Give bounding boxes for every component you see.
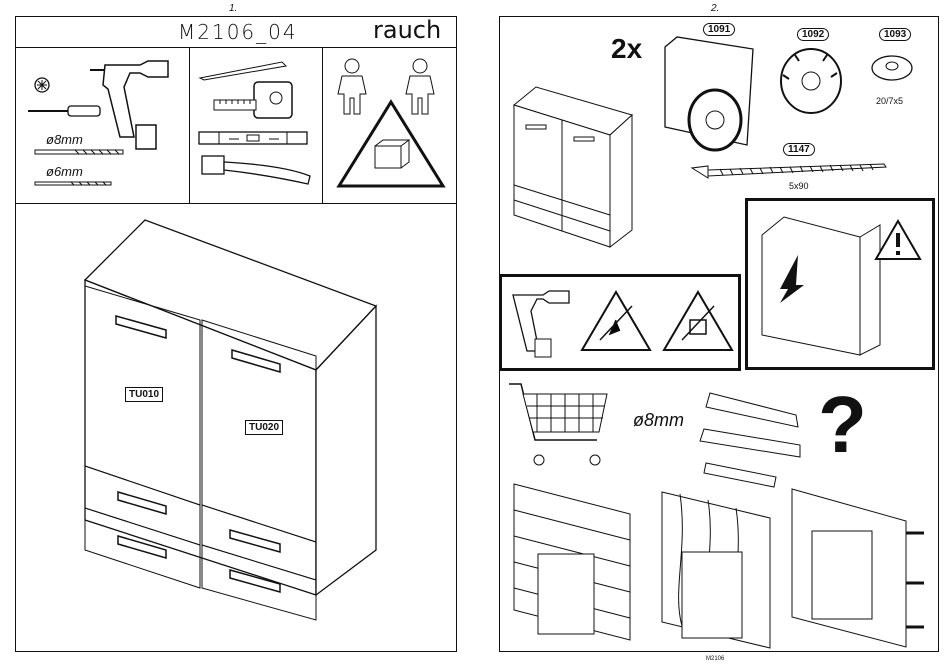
shopping-cart-icon [507,380,612,470]
brand-logo: rauch [373,16,441,44]
footer-model-code: M2106 [706,656,724,662]
part-spec-1093: 20/7x5 [876,96,903,106]
page-number-right: 2. [711,3,719,14]
model-code: M2106_04 [178,20,298,44]
cam-lock-icon [775,45,850,125]
wood-wall-icon [660,490,775,650]
part-label-left-door: TU010 [125,387,163,402]
tip-over-warning-icon [760,215,930,360]
screwdriver-icon [28,75,118,135]
part-code-1091: 1091 [703,23,735,36]
cabinet-drawing [80,220,390,640]
wall-bracket-icon [655,35,760,155]
no-electric-cable-icon [580,290,652,352]
divider [322,47,323,204]
wall-plugs-icon [700,385,810,495]
small-cabinet-icon [512,85,637,250]
spirit-level-icon [199,130,309,146]
washer-icon [868,50,916,85]
part-label-right-door: TU020 [245,420,283,435]
brick-wall-icon [510,480,640,650]
no-water-pipe-icon [662,290,734,352]
page-number-left: 1. [229,3,237,14]
drill-bit-8-label: ø8mm [46,132,83,147]
drill-bit-8-icon [35,148,125,156]
pencil-icon [200,60,290,80]
warning-triangle-icon [335,98,447,190]
drill-bit-6-label: ø6mm [46,164,83,179]
part-code-1147: 1147 [783,143,815,156]
tape-measure-icon [214,78,304,123]
part-code-1092: 1092 [797,28,829,41]
divider [189,47,190,204]
drill-icon [505,285,575,360]
hammer-icon [200,150,315,195]
part-code-1093: 1093 [879,28,911,41]
drill-bit-6-icon [35,181,115,187]
quantity-label: 2x [611,33,642,65]
question-mark: ? [818,385,867,465]
part-spec-1147: 5x90 [789,181,809,191]
drill-size-label: ø8mm [633,410,684,431]
drywall-icon [790,487,930,647]
